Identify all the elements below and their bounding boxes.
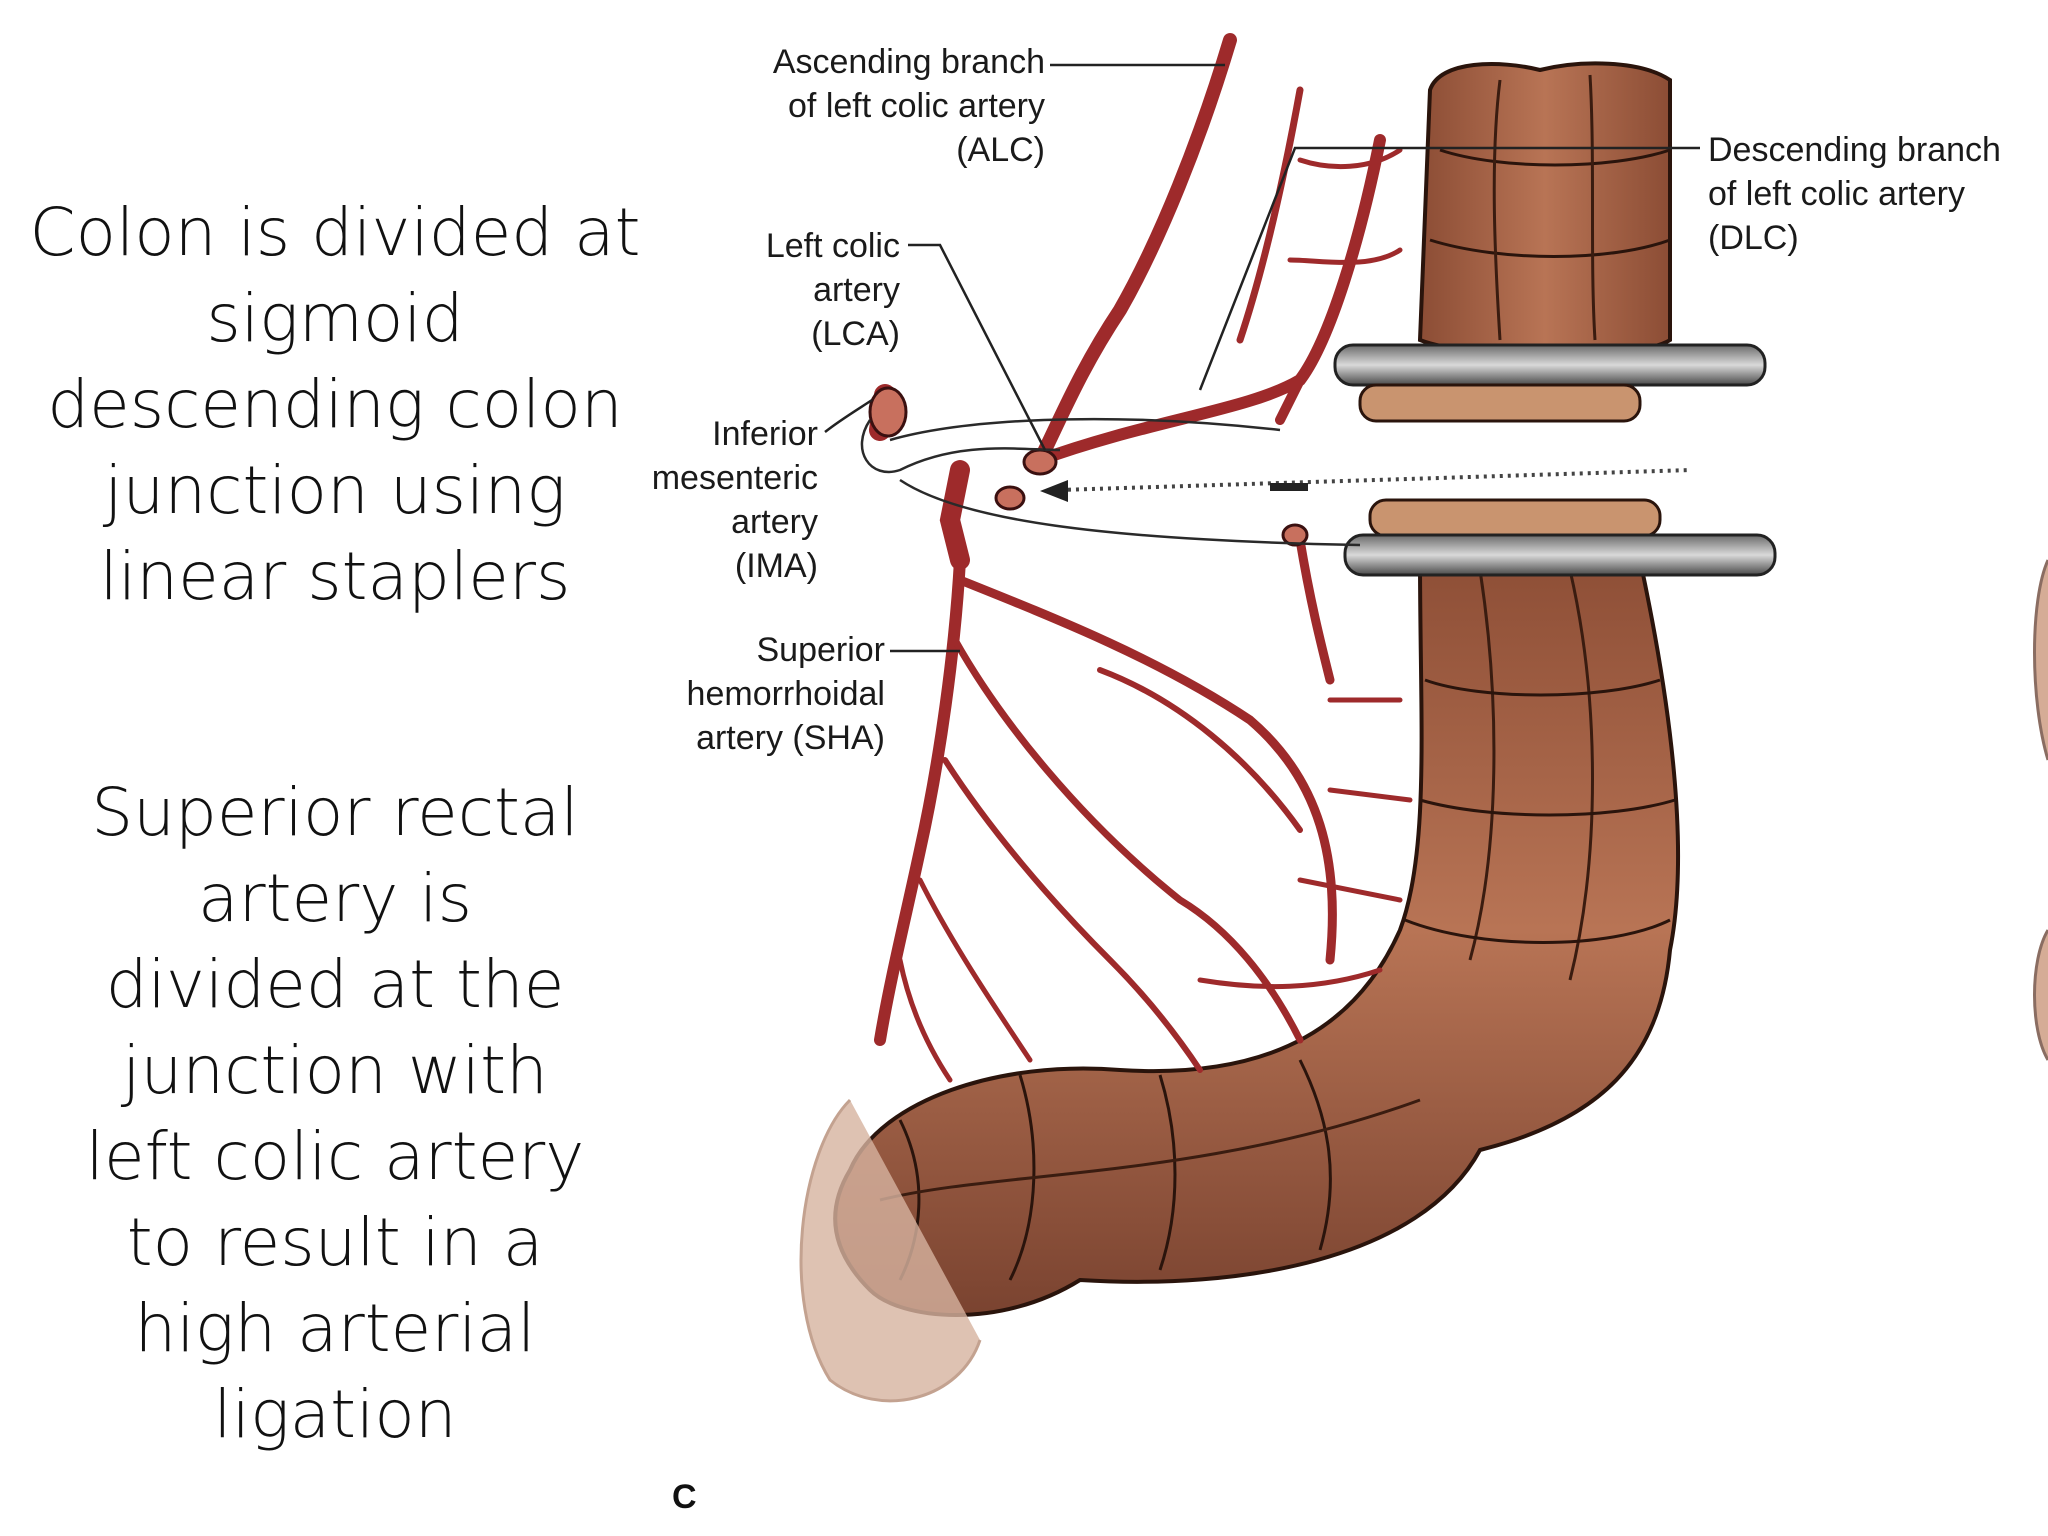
caption-stapler-division: Colon is divided at sigmoid descending c… xyxy=(0,190,670,620)
label-line: (DLC) xyxy=(1708,219,1799,257)
label-line: Inferior xyxy=(712,415,818,453)
caption-line: high arterial xyxy=(134,1290,536,1367)
artery-cut-ends xyxy=(868,386,1309,547)
panel-letter: C xyxy=(672,1478,697,1516)
caption-line: descending colon xyxy=(47,366,623,443)
caption-line: left colic artery xyxy=(85,1118,585,1195)
upper-linear-stapler xyxy=(1333,343,1767,423)
label-line: mesenteric xyxy=(651,459,818,497)
caption-line: sigmoid xyxy=(206,280,464,357)
caption-arterial-ligation: Superior rectal artery is divided at the… xyxy=(0,770,670,1458)
rectal-stump xyxy=(799,1098,982,1403)
label-line: Superior xyxy=(756,631,885,669)
caption-line: divided at the xyxy=(105,946,565,1023)
label-line: artery xyxy=(731,503,818,541)
label-leader-lines xyxy=(824,63,1700,653)
label-line: (IMA) xyxy=(734,547,818,585)
caption-line: junction using xyxy=(104,452,566,529)
label-line: of left colic artery xyxy=(788,87,1045,125)
label-line: (LCA) xyxy=(811,315,900,353)
artery-network xyxy=(869,33,1413,1083)
caption-line: Superior rectal xyxy=(91,774,579,851)
caption-line: Colon is divided at xyxy=(29,194,641,271)
label-dlc: Descending branch of left colic artery (… xyxy=(1708,128,2038,260)
label-line: Left colic xyxy=(765,227,900,265)
lower-colon-segment xyxy=(833,543,1681,1317)
label-line: Ascending branch xyxy=(772,43,1045,81)
label-line: of left colic artery xyxy=(1708,175,1965,213)
caption-line: linear staplers xyxy=(99,538,571,615)
division-arrow xyxy=(1040,468,1691,502)
caption-line: to result in a xyxy=(126,1204,544,1281)
lower-linear-stapler xyxy=(1343,498,1777,577)
label-line: artery (SHA) xyxy=(696,719,885,757)
label-lca: Left colic artery (LCA) xyxy=(700,224,900,356)
upper-colon-segment xyxy=(1417,61,1672,357)
adjacent-panel-edge xyxy=(2033,559,2048,761)
label-alc: Ascending branch of left colic artery (A… xyxy=(700,40,1045,172)
mesentery-outline xyxy=(860,417,1361,547)
label-line: Descending branch xyxy=(1708,131,2001,169)
caption-line: junction with xyxy=(122,1032,548,1109)
caption-line: ligation xyxy=(213,1376,457,1453)
caption-line: artery is xyxy=(198,860,472,937)
label-line: hemorrhoidal xyxy=(686,675,885,713)
label-ima: Inferior mesenteric artery (IMA) xyxy=(600,412,818,588)
adjacent-panel-edge xyxy=(2033,929,2048,1061)
label-line: artery xyxy=(813,271,900,309)
label-sha: Superior hemorrhoidal artery (SHA) xyxy=(640,628,885,760)
label-line: (ALC) xyxy=(956,131,1045,169)
